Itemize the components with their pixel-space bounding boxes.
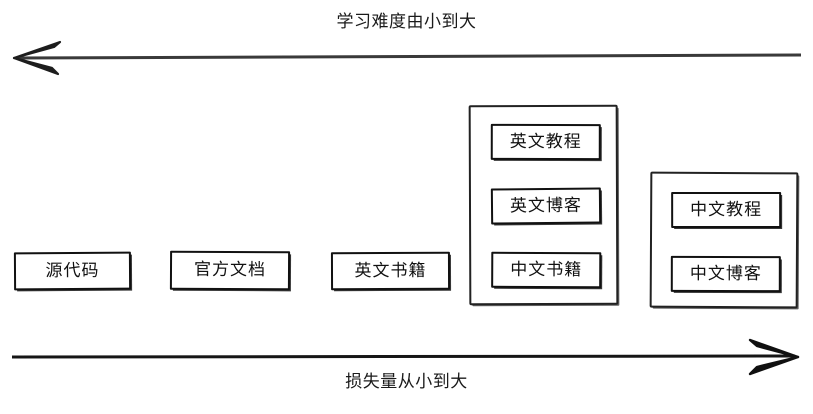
- node-label: 中文教程: [690, 199, 763, 220]
- node-english-blog[interactable]: 英文博客: [490, 187, 602, 225]
- node-label: 英文书籍: [354, 260, 427, 281]
- group-chinese-resources[interactable]: 中文教程 中文博客: [649, 171, 799, 309]
- node-label: 中文书籍: [510, 259, 583, 280]
- bottom-axis-label: 损失量从小到大: [345, 372, 468, 392]
- node-label: 英文教程: [509, 131, 582, 152]
- node-label: 英文博客: [509, 195, 583, 216]
- arrow-right-icon: [11, 338, 800, 376]
- node-label: 中文博客: [689, 263, 762, 284]
- group-english-resources[interactable]: 英文教程 英文博客 中文书籍: [468, 104, 619, 306]
- node-source-code[interactable]: 源代码: [13, 251, 132, 291]
- node-label: 官方文档: [193, 259, 267, 281]
- node-official-docs[interactable]: 官方文档: [169, 250, 291, 291]
- node-chinese-tutorial[interactable]: 中文教程: [671, 191, 782, 229]
- node-english-tutorial[interactable]: 英文教程: [490, 123, 601, 161]
- arrow-left-icon: [12, 40, 802, 76]
- node-label: 源代码: [45, 260, 100, 281]
- node-chinese-books[interactable]: 中文书籍: [491, 251, 602, 289]
- node-chinese-blog[interactable]: 中文博客: [670, 255, 781, 293]
- node-english-books[interactable]: 英文书籍: [330, 251, 451, 291]
- top-axis-label: 学习难度由小到大: [336, 12, 477, 32]
